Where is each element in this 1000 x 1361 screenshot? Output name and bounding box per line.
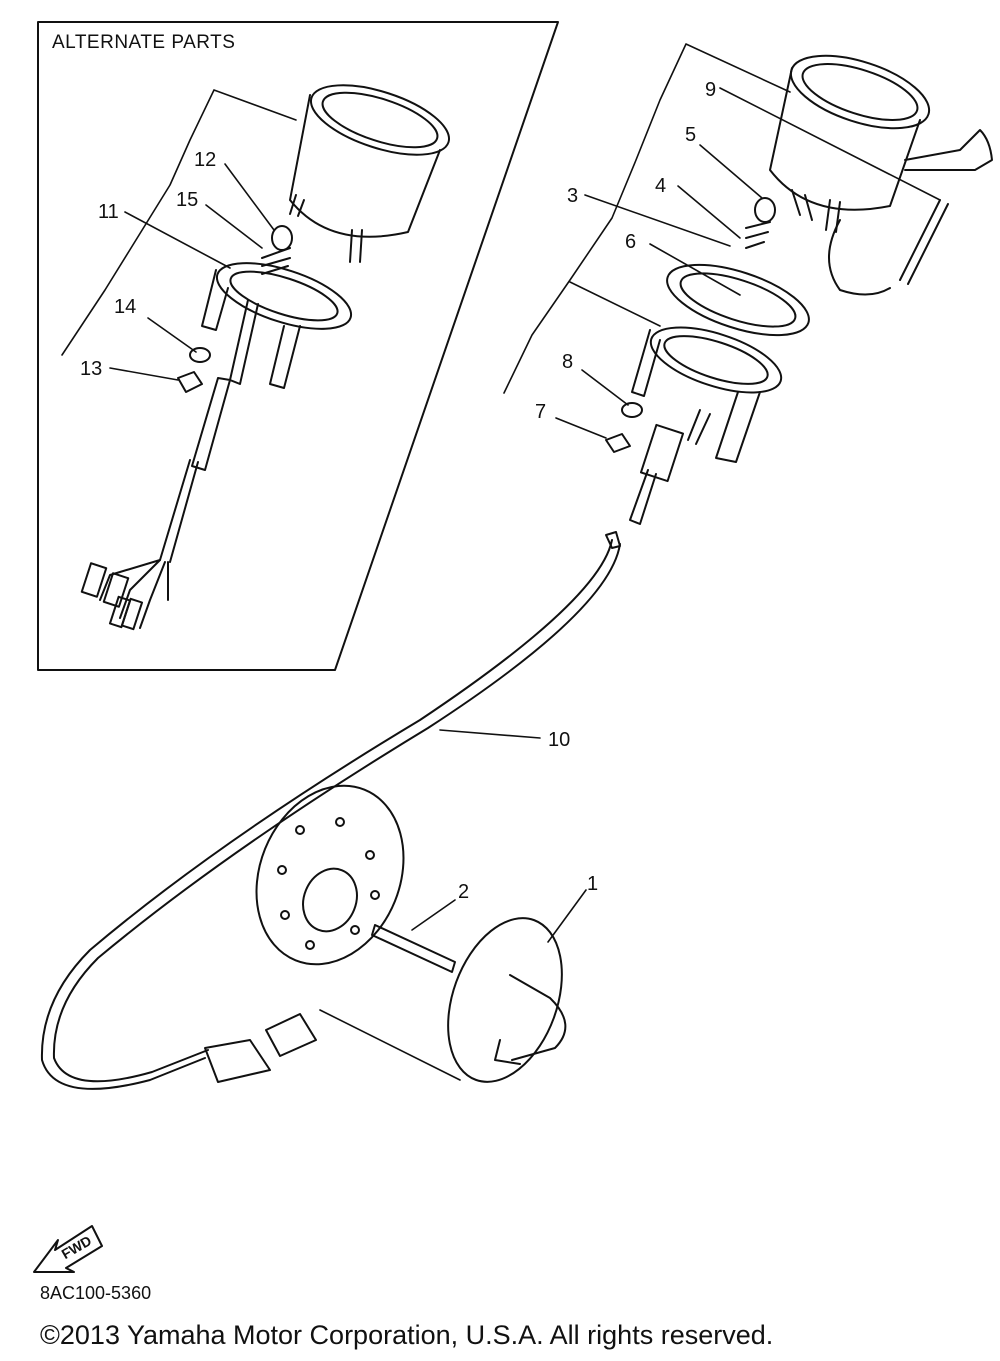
callout-12: 12 [194,149,216,171]
speedometer-cable [40,539,613,1090]
callout-6: 6 [625,231,636,253]
main-meter-assembly [605,54,993,525]
callout-4: 4 [655,175,666,197]
callout-3: 3 [567,185,578,207]
callout-9: 9 [705,79,716,101]
drive-hub-assembly [255,784,567,1083]
alternate-parts-panel [37,21,559,671]
callout-10: 10 [548,729,570,751]
panel-title: ALTERNATE PARTS [52,32,235,53]
callout-15: 15 [176,189,198,211]
alt-meter-assembly [80,84,451,631]
leader-lines [61,43,941,1081]
callout-1: 1 [587,873,598,895]
copyright-notice: ©2013 Yamaha Motor Corporation, U.S.A. A… [40,1320,774,1350]
fwd-arrow-icon [33,1225,103,1273]
callout-11: 11 [98,201,119,223]
callout-7: 7 [535,401,546,423]
callout-8: 8 [562,351,573,373]
callout-2: 2 [458,881,469,903]
callout-13: 13 [80,358,102,380]
diagram-code: 8AC100-5360 [40,1283,152,1303]
callout-5: 5 [685,124,696,146]
callout-14: 14 [114,296,136,318]
